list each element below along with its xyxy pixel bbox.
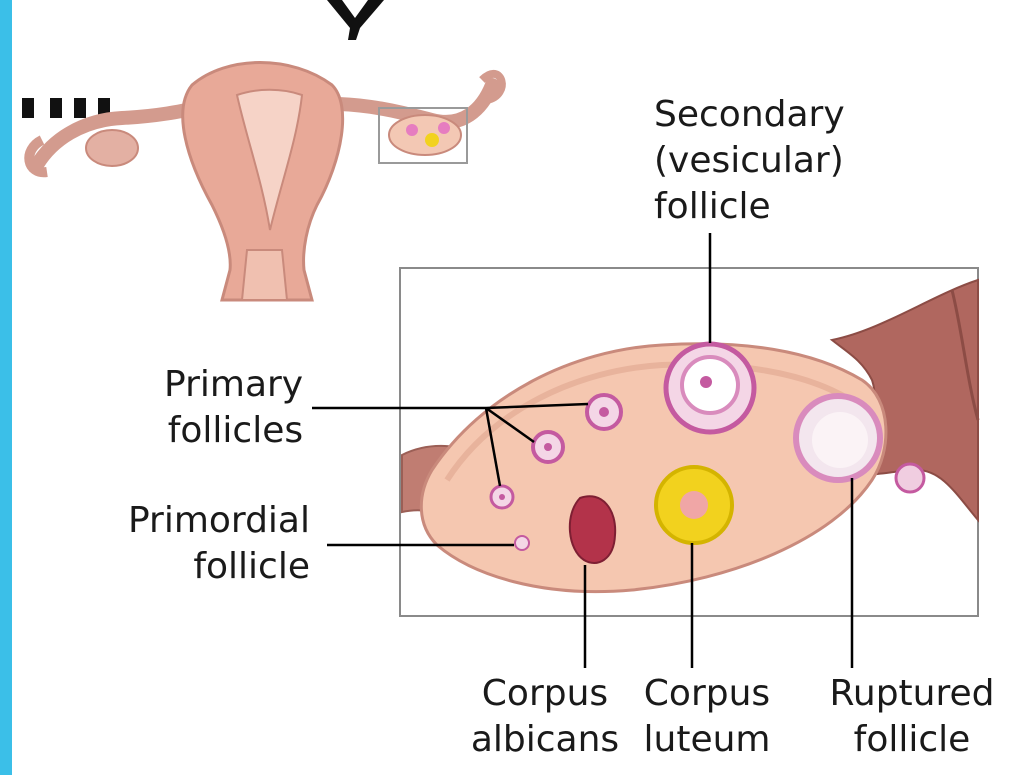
label-secondary-follicle: Secondary (vesicular) follicle <box>654 92 845 230</box>
label-corpus-albicans: Corpus albicans <box>467 671 623 763</box>
label-primary-follicles: Primary follicles <box>164 362 303 454</box>
diagram-canvas: Secondary (vesicular) follicle Primary f… <box>12 0 1021 775</box>
label-ruptured-follicle: Ruptured follicle <box>817 671 1007 763</box>
title-fragment <box>327 0 384 40</box>
label-corpus-luteum: Corpus luteum <box>632 671 782 763</box>
label-primordial-follicle: Primordial follicle <box>110 498 310 590</box>
